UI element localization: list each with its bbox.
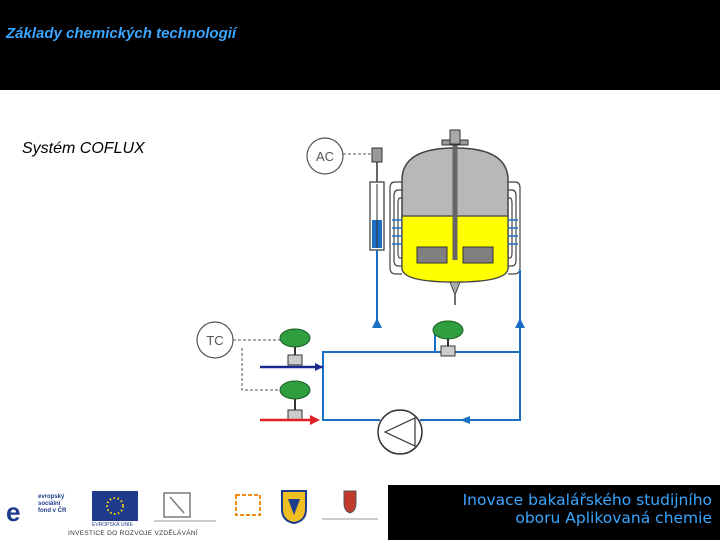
page-title: Základy chemických technologií: [6, 25, 237, 42]
eu-flag-icon: [92, 491, 138, 521]
circulation-pump: [377, 409, 423, 455]
esf-text: evropský sociální fond v ČR: [38, 494, 67, 514]
footer-line-1: Inovace bakalářského studijního: [462, 491, 712, 509]
flow-arrow-up-right: [515, 318, 525, 328]
footer-bar: e evropský sociální fond v ČR EVROPSKÁ U…: [0, 485, 720, 540]
level-gauge: [369, 181, 385, 251]
tc-label: TC: [206, 333, 223, 348]
investice-text: INVESTICE DO ROZVOJE VZDĚLÁVÁNÍ: [68, 530, 198, 537]
header-bar: Základy chemických technologií: [0, 0, 720, 90]
control-valve-bottom: [279, 380, 311, 421]
slide-subtitle: Systém COFLUX: [22, 140, 145, 157]
flow-arrow-bottom: [460, 416, 470, 424]
jacket-coils-left-blue: [392, 219, 402, 245]
svg-text:e: e: [6, 497, 20, 525]
esf-logo-icon: e: [6, 491, 36, 527]
sponsor-logos: e evropský sociální fond v ČR EVROPSKÁ U…: [0, 485, 388, 540]
control-valve-top: [279, 328, 311, 366]
sensor-head: [371, 147, 383, 163]
coolant-piping: [322, 250, 521, 421]
msmt-logo-icon: [150, 491, 220, 525]
tc-controller: TC: [196, 321, 234, 359]
jacket-coils-right-blue: [508, 219, 518, 245]
coflux-diagram: AC TC: [196, 129, 525, 455]
ac-label: AC: [316, 149, 334, 164]
op-logo-icon: [232, 491, 266, 525]
university-shield-icon: [280, 489, 308, 525]
control-valve-center: [432, 320, 464, 357]
eu-text: EVROPSKÁ UNIE: [92, 522, 133, 528]
footer-program-title: Inovace bakalářského studijního oboru Ap…: [392, 491, 712, 527]
reactor-vessel: [401, 129, 509, 305]
footer-line-2: oboru Aplikovaná chemie: [515, 509, 712, 527]
flow-arrow-up-left: [372, 318, 382, 328]
chamber-crest-icon: [318, 489, 382, 525]
ac-controller: AC: [306, 137, 344, 175]
